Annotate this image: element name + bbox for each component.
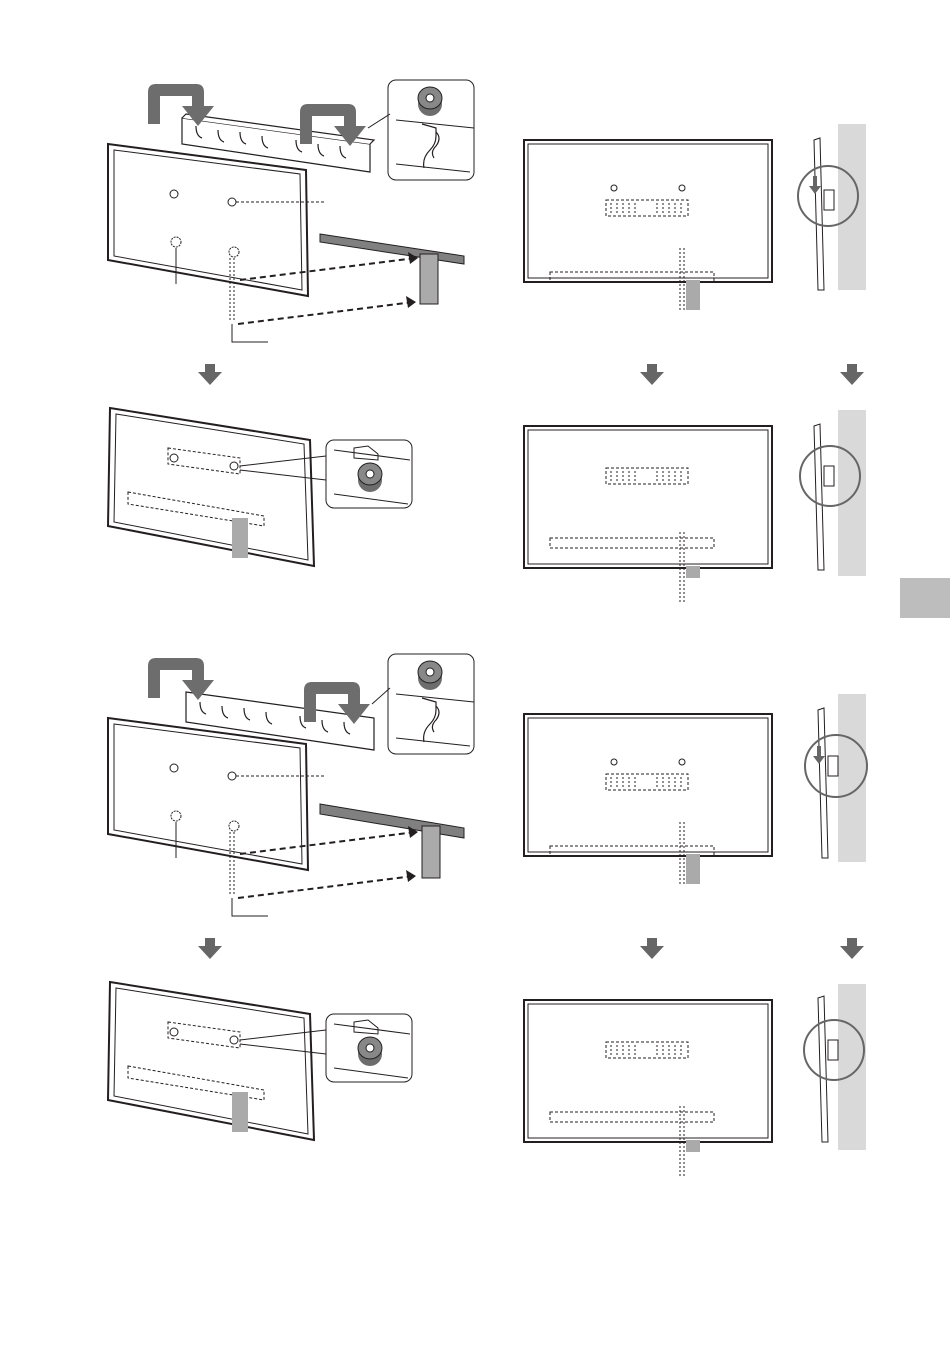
section-b-step2-left	[108, 982, 412, 1140]
tv-back-panel-icon	[524, 426, 772, 604]
section-side-tab	[900, 578, 950, 618]
down-arrow-icon	[198, 938, 222, 959]
tv-back-panel-icon	[524, 714, 772, 886]
down-arrow-icon	[840, 364, 864, 385]
section-b-step1-left	[108, 654, 474, 916]
section-a-step1-left	[108, 80, 474, 342]
wall-side-view-icon	[805, 694, 867, 862]
tv-back-panel-icon	[524, 140, 772, 312]
section-b-step1-right	[524, 694, 867, 886]
down-arrow-icon	[840, 938, 864, 959]
mounting-hook-icon	[388, 654, 474, 754]
section-a-step1-right	[524, 124, 866, 312]
wall-side-view-icon	[798, 124, 866, 290]
wall-side-view-icon	[800, 410, 866, 576]
tv-back-panel-icon	[108, 144, 326, 342]
mounting-hook-icon	[326, 1014, 412, 1082]
section-b-step2-right	[524, 984, 866, 1178]
down-arrow-icon	[640, 364, 664, 385]
section-a-step2-left	[108, 408, 412, 566]
tv-back-panel-icon	[108, 408, 314, 566]
tv-back-panel-icon	[108, 718, 326, 916]
down-arrow-icon	[198, 364, 222, 385]
tv-back-panel-icon	[524, 1000, 772, 1178]
tv-back-panel-icon	[108, 982, 314, 1140]
mounting-hook-icon	[388, 80, 474, 180]
down-arrow-icon	[640, 938, 664, 959]
down-arrow-icon	[148, 658, 214, 700]
section-a-step2-right	[524, 410, 866, 604]
wall-side-view-icon	[804, 984, 866, 1150]
mounting-hook-icon	[326, 440, 412, 508]
